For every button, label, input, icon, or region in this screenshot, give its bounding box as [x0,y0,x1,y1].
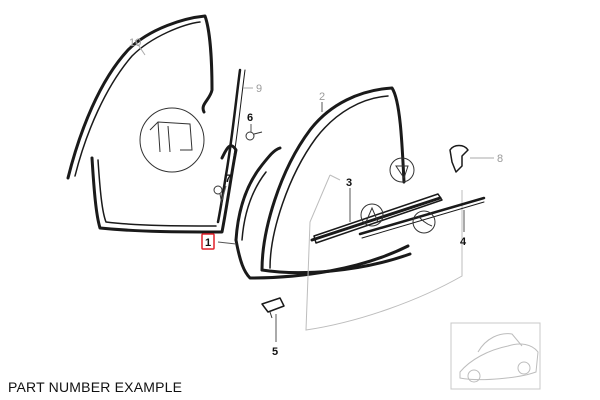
part-number-example-caption: PART NUMBER EXAMPLE [8,379,183,395]
part-8-push-clip[interactable] [449,144,469,173]
callout-3: 3 [346,177,352,189]
part-10-frame-seal[interactable] [66,14,238,234]
callout-1-highlight-box [201,233,215,250]
callout-8: 8 [497,153,503,165]
door-panel-outline [305,174,463,331]
detail-circles [360,157,436,234]
callout-6: 6 [247,112,253,124]
callout-5: 5 [272,346,278,358]
part-2-window-seal[interactable] [260,86,412,275]
callout-2: 2 [319,91,325,103]
callout-10: 10 [129,37,141,49]
part-9-strip[interactable] [216,68,246,224]
detail-inset-circle [139,107,205,173]
leader-lines [134,39,494,342]
part-6-screw[interactable] [245,131,263,141]
part-5-clip[interactable] [261,297,285,319]
car-thumbnail [450,322,541,390]
callout-1: 1 [205,237,211,249]
part-3-molding[interactable] [310,193,443,244]
callout-7: 7 [225,173,231,185]
callout-9: 9 [256,83,262,95]
callout-4: 4 [460,236,467,248]
part-7-screw[interactable] [213,185,223,205]
part-1-door-seal[interactable] [234,146,410,280]
callout-labels: 10 9 1 2 3 4 5 6 7 8 [129,37,503,358]
